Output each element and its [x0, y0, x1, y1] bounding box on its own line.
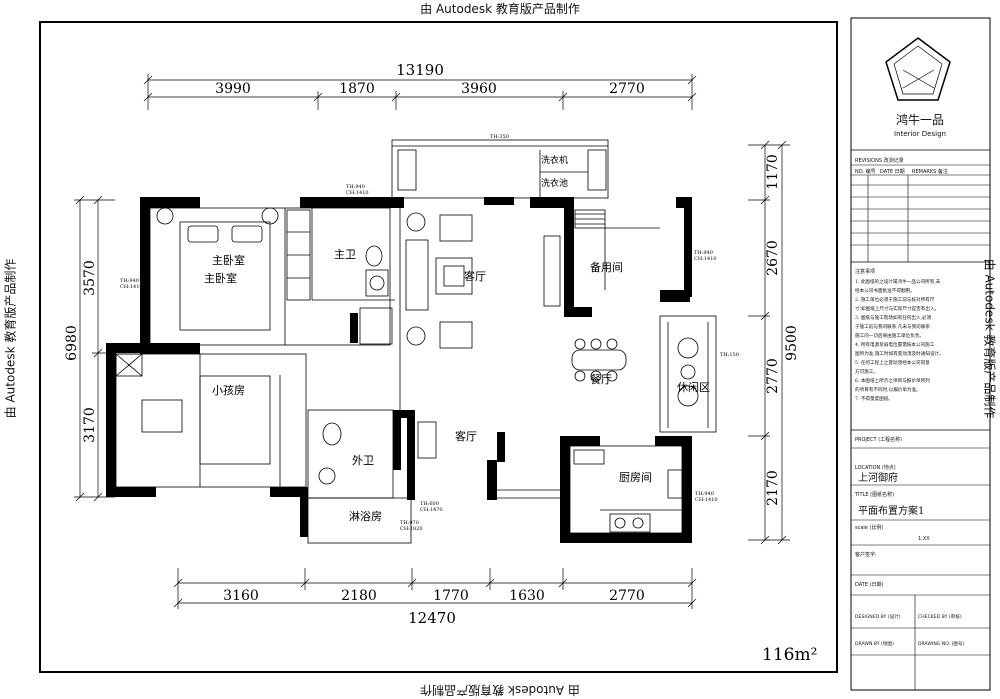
notes-list: 1. 此图纸的之设计属鸿牛一品公司所有,未 经本公司书面批准不得翻用。 2. 施… [855, 278, 944, 402]
dim-top-1: 3990 [215, 81, 251, 97]
room-labels: 主卧室 主卧室 主卫 客厅 备用间 餐厅 小孩房 外卫 客厅 淋浴房 厨房间 休… [204, 154, 710, 523]
dim-bottom-2: 2180 [341, 588, 377, 604]
svg-text:6. 本图纸上所示之项目与报价单所列: 6. 本图纸上所示之项目与报价单所列 [855, 377, 930, 384]
dim-top-4: 2770 [609, 81, 645, 97]
dim-right-3: 2770 [765, 358, 781, 394]
room-dining: 餐厅 [590, 372, 612, 386]
svg-text:经本公司书面批准不得翻用。: 经本公司书面批准不得翻用。 [855, 287, 915, 294]
thin-walls [115, 139, 717, 544]
svg-text:图所为准,施工时如有变动须及时通知设计。: 图所为准,施工时如有变动须及时通知设计。 [855, 350, 944, 357]
room-kitchen: 厨房间 [619, 471, 652, 484]
dim-right-2: 2670 [765, 240, 781, 276]
svg-text:客户签字:: 客户签字: [855, 551, 877, 558]
svg-text:CH:1410: CH:1410 [695, 497, 718, 503]
svg-text:TH:940: TH:940 [120, 278, 139, 284]
svg-text:CH:1470: CH:1470 [420, 507, 443, 513]
svg-text:DATE (日期): DATE (日期) [855, 582, 884, 588]
dims-right [748, 140, 790, 545]
dim-right-total: 9500 [784, 325, 800, 361]
svg-text:于施工前与我司联系,凡未与我司联系: 于施工前与我司联系,凡未与我司联系 [855, 323, 930, 330]
room-shower: 淋浴房 [349, 510, 382, 523]
svg-text:1. 此图纸的之设计属鸿牛一品公司所有,未: 1. 此图纸的之设计属鸿牛一品公司所有,未 [855, 278, 941, 285]
dim-top-3: 3960 [461, 81, 497, 97]
drawing-frame [39, 21, 838, 673]
furniture [141, 207, 699, 533]
logo-name: 鸿牛一品 [896, 112, 944, 127]
dim-bottom-1: 3160 [223, 588, 259, 604]
svg-text:CHECKED BY (审核): CHECKED BY (审核) [918, 613, 962, 620]
svg-text:DRAWN BY (绘图): DRAWN BY (绘图) [855, 640, 894, 647]
svg-text:LOCATION (地点): LOCATION (地点) [855, 464, 896, 471]
svg-text:REMARKS 备注: REMARKS 备注 [912, 168, 948, 175]
room-living: 客厅 [464, 269, 486, 283]
area-label: 116m² [762, 645, 817, 665]
svg-text:TH:150: TH:150 [720, 352, 739, 358]
dim-bottom-5: 2770 [609, 588, 645, 604]
svg-text:5. 任何工程上之变动须经本公司同意: 5. 任何工程上之变动须经本公司同意 [855, 359, 930, 366]
window-notes: TH:940 CH:1410 TH:940 CH:1410 TH:350 TH:… [120, 134, 739, 532]
svg-text:TITLE (图纸名称): TITLE (图纸名称) [854, 491, 894, 498]
svg-text:TH:600: TH:600 [420, 501, 439, 507]
svg-text:4. 所有电源及弱电位置需按本公司施工: 4. 所有电源及弱电位置需按本公司施工 [855, 341, 935, 348]
room-guest-bath: 外卫 [352, 454, 374, 467]
svg-text:TH:940: TH:940 [694, 250, 713, 256]
svg-text:REVISIONS 改测记录: REVISIONS 改测记录 [855, 157, 904, 164]
dim-bottom-3: 1770 [433, 588, 469, 604]
svg-text:DESIGNED BY (设计): DESIGNED BY (设计) [855, 613, 901, 620]
dims-top [143, 74, 697, 110]
drawing-title: 平面布置方案1 [858, 504, 924, 517]
dim-left-2: 3170 [82, 407, 98, 443]
svg-text:TH:940: TH:940 [695, 491, 714, 497]
svg-text:TH:350: TH:350 [490, 134, 509, 140]
svg-text:NO. 编号: NO. 编号 [855, 168, 876, 175]
dim-bottom-total: 12470 [408, 609, 456, 627]
svg-text:注意事项: 注意事项 [855, 268, 875, 275]
svg-text:2. 施工单位必须于施工前与核对所有尺: 2. 施工单位必须于施工前与核对所有尺 [855, 296, 935, 303]
walls [106, 197, 692, 543]
svg-text:CH:1410: CH:1410 [120, 284, 143, 290]
watermark-top: 由 Autodesk 教育版产品制作 [420, 2, 580, 16]
svg-text:3. 图纸与施工现场如有任何出入,必须: 3. 图纸与施工现场如有任何出入,必须 [855, 314, 932, 321]
room-master-bedroom-label: 主卧室 [204, 271, 237, 285]
dim-bottom-4: 1630 [509, 588, 545, 604]
svg-text:TH:940: TH:940 [346, 184, 365, 190]
svg-text:DRAWING NO. (图号): DRAWING NO. (图号) [918, 641, 965, 647]
room-washer: 洗衣机 [541, 154, 568, 166]
room-dryer: 洗衣池 [541, 177, 568, 189]
room-master-bath: 主卫 [334, 248, 356, 261]
svg-text:的项目有不同时,以报价单为准。: 的项目有不同时,以报价单为准。 [855, 386, 921, 393]
dim-top-2: 1870 [339, 81, 375, 97]
svg-text:1:XX: 1:XX [918, 536, 930, 542]
room-master-bedroom: 主卧室 [212, 253, 245, 267]
location-value: 上河御府 [858, 471, 898, 484]
svg-text:CH:1410: CH:1410 [346, 190, 369, 196]
room-lounge: 休闲区 [677, 380, 710, 394]
dim-top-total: 13190 [396, 61, 444, 79]
room-kids: 小孩房 [212, 384, 245, 397]
dim-right-4: 2170 [765, 470, 781, 506]
title-block [850, 17, 991, 691]
dim-left-total: 6980 [64, 325, 80, 361]
room-guest-hall: 客厅 [455, 429, 477, 443]
svg-text:CH:1410: CH:1410 [694, 256, 717, 262]
svg-text:施工的一切后果由施工单位负责。: 施工的一切后果由施工单位负责。 [855, 332, 924, 339]
svg-text:方可施工。: 方可施工。 [855, 368, 878, 375]
dims-bottom [173, 568, 697, 609]
svg-text:scale (比例): scale (比例) [855, 524, 883, 531]
svg-text:DATE 日期: DATE 日期 [880, 169, 905, 175]
logo-sub: Interior Design [894, 130, 946, 138]
svg-text:PROJECT (工程名称): PROJECT (工程名称) [855, 436, 902, 443]
dim-right-1: 1170 [765, 154, 781, 190]
room-spare: 备用间 [590, 260, 623, 274]
dim-left-1: 3570 [82, 260, 98, 296]
svg-text:寸,如图纸上尺寸与实际尺寸是否有出入。: 寸,如图纸上尺寸与实际尺寸是否有出入。 [855, 305, 939, 312]
svg-text:TH:970: TH:970 [400, 520, 419, 526]
title-block-text: 鸿牛一品 Interior Design REVISIONS 改测记录 NO. … [854, 112, 965, 647]
svg-text:7. 不得量度图纸。: 7. 不得量度图纸。 [855, 395, 893, 402]
svg-text:CH:1820: CH:1820 [400, 526, 423, 532]
